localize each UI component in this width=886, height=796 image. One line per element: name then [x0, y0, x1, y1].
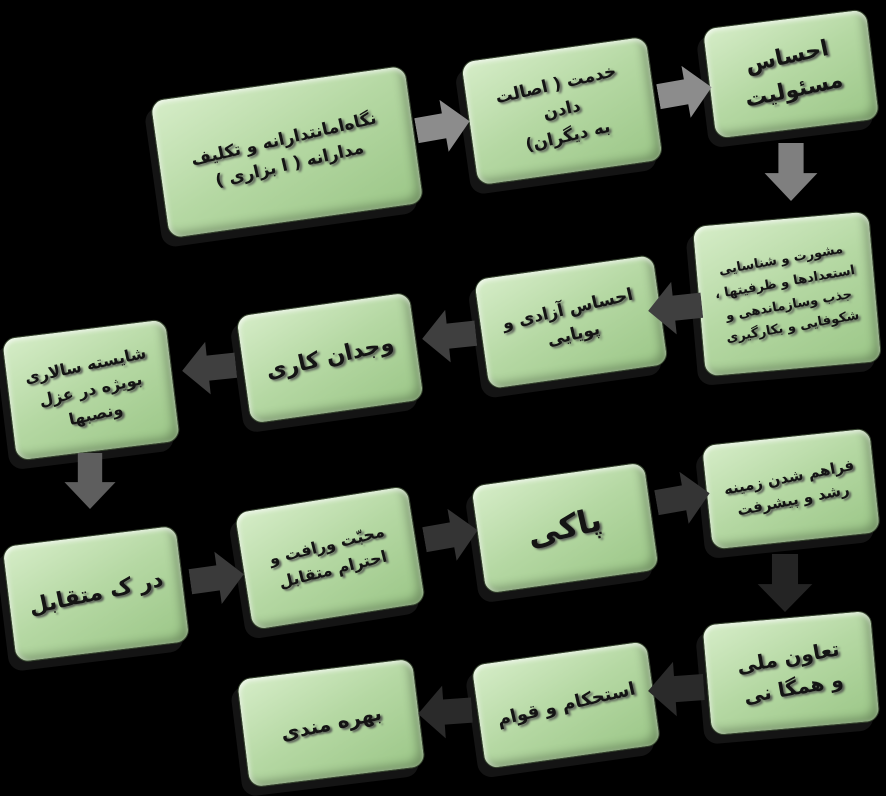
node-mohabbat-label: محبّت ورافت و احترام متقابل: [267, 521, 389, 592]
node-dark-label: در ک متقابل: [26, 567, 166, 620]
node-vojdan-label: وجدان کاری: [263, 330, 397, 385]
node-azadi-label: احساس آزادی و پویایی: [500, 284, 636, 351]
node-paki-label: پاکی: [523, 500, 606, 555]
node-mohabbat: محبّت ورافت و احترام متقابل: [233, 484, 427, 632]
node-mashverat: مشورت و شناسایی استعدادها و ظرفیتها ، جذ…: [691, 210, 883, 378]
arrow-dark-mohabbat-right-icon: [186, 545, 248, 612]
node-dark: در ک متقابل: [1, 524, 191, 664]
node-bahre-label: بهره مندی: [278, 700, 384, 745]
node-mashverat-label: مشورت و شناسایی استعدادها و ظرفیتها ، جذ…: [713, 241, 861, 346]
node-bahre: بهره مندی: [235, 657, 427, 789]
node-khedmat-label: خدمت ( اصالت دادن به دیگران): [493, 61, 619, 156]
arrow-masouliat-mashverat-down-icon: [761, 143, 821, 201]
node-masouliat-label: احساس مسئولیت: [743, 35, 846, 113]
arrow-vojdan-shayesteh-left-icon: [179, 335, 239, 400]
node-amanat-label: نگاه‌امانتدارانه و تکلیف مدارانه ( ا بزا…: [189, 107, 379, 192]
node-shayesteh-label: شایسته سالاری بویژه در عزل ونصبها: [23, 342, 148, 429]
node-amanat: نگاه‌امانتدارانه و تکلیف مدارانه ( ا بزا…: [149, 64, 425, 240]
node-estehkam-label: استحکام و قوام: [494, 678, 637, 731]
node-khedmat: خدمت ( اصالت دادن به دیگران): [460, 35, 664, 187]
node-taavon: تعاون ملی و همگا نی: [701, 609, 881, 737]
node-azadi: احساس آزادی و پویایی: [473, 253, 669, 391]
arrow-azadi-vojdan-left-icon: [419, 303, 479, 368]
arrow-shayesteh-dark-down-icon: [61, 453, 119, 509]
node-shayesteh: شایسته سالاری بویژه در عزل ونصبها: [1, 318, 181, 462]
node-faraham-label: فراهم شدن زمینه رشد و پیشرفت: [721, 455, 856, 520]
arrow-faraham-taavon-down-icon: [754, 554, 816, 612]
node-masouliat: احساس مسئولیت: [701, 8, 881, 140]
node-vojdan: وجدان کاری: [235, 291, 425, 425]
node-estehkam: استحکام و قوام: [470, 640, 662, 770]
node-paki: پاکی: [470, 461, 660, 595]
node-taavon-label: تعاون ملی و همگا نی: [735, 636, 846, 709]
arrow-estehkam-bahre-left-icon: [416, 680, 474, 744]
node-faraham: فراهم شدن زمینه رشد و پیشرفت: [700, 427, 882, 551]
